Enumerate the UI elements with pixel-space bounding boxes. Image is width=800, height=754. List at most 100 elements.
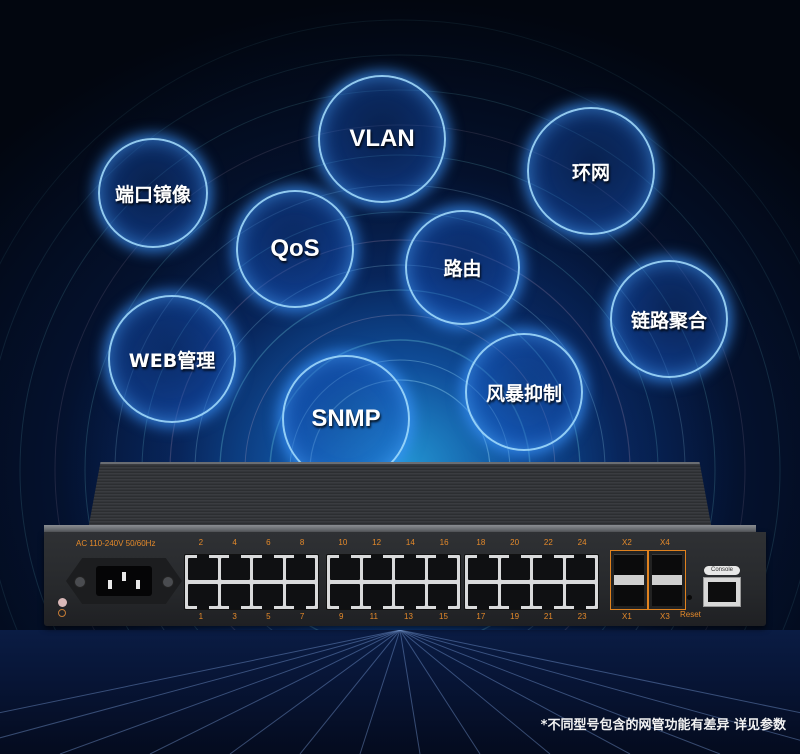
ground-lug (58, 598, 67, 607)
rj45-port (220, 555, 250, 580)
rj45-port (427, 555, 457, 580)
port-numbers-top: 2 4 6 8 (184, 538, 319, 547)
port-number: 11 (369, 612, 378, 621)
sfp-slot (652, 583, 682, 606)
sfp-cage (648, 550, 686, 610)
rj45-port (533, 584, 563, 609)
sfp-slot (614, 554, 644, 577)
rj45-port (533, 555, 563, 580)
feature-bubble: 链路聚合 (610, 260, 728, 378)
sfp-slot (614, 583, 644, 606)
reset-label: Reset (680, 610, 701, 619)
port-numbers-bottom: 1 3 5 7 (184, 612, 319, 621)
port-number: 6 (266, 538, 271, 547)
rj45-port (427, 584, 457, 609)
port-number: 5 (266, 612, 271, 621)
port-number: 20 (510, 538, 520, 547)
switch-top-heatsink (88, 462, 712, 530)
feature-bubble: SNMP (282, 355, 410, 483)
sfp-label-top: X4 (660, 538, 670, 547)
port-number: 16 (439, 538, 449, 547)
reset-button[interactable] (687, 595, 692, 600)
feature-label: 环网 (571, 161, 610, 184)
port-number: 24 (577, 538, 587, 547)
ground-icon (58, 609, 66, 617)
rj45-port (188, 555, 218, 580)
footnote: *不同型号包含的网管功能有差异 详见参数 (540, 718, 786, 733)
rj45-port (395, 555, 425, 580)
sfp-cage (610, 550, 648, 610)
feature-label: SNMP (311, 405, 381, 432)
port-number: 2 (198, 538, 204, 547)
screw-icon (162, 576, 174, 588)
rj45-port (253, 555, 283, 580)
rj45-port-block (464, 554, 599, 610)
port-number: 23 (577, 612, 587, 621)
port-number: 1 (198, 612, 204, 621)
switch-rail (44, 525, 756, 532)
rj45-port (253, 584, 283, 609)
feature-bubble: 环网 (527, 107, 655, 235)
sfp-slot (652, 554, 682, 577)
port-number: 22 (543, 538, 553, 547)
port-number: 17 (476, 612, 486, 621)
feature-label: 端口镜像 (114, 183, 191, 206)
rj45-port (468, 584, 498, 609)
port-number: 18 (476, 538, 486, 547)
feature-bubble: VLAN (318, 75, 446, 203)
iec-inlet (96, 566, 152, 596)
feature-bubble: 路由 (405, 210, 520, 325)
feature-label: 风暴抑制 (485, 382, 562, 405)
port-number: 4 (232, 538, 237, 547)
port-number: 9 (339, 612, 344, 621)
sfp-label-top: X2 (622, 538, 632, 547)
port-numbers-top: 10 12 14 16 (326, 538, 461, 547)
port-number: 3 (232, 612, 237, 621)
port-number: 8 (299, 538, 305, 547)
rj45-port (188, 584, 218, 609)
feature-bubble: WEB管理 (108, 295, 236, 423)
rj45-port (330, 584, 360, 609)
screw-icon (74, 576, 86, 588)
rj45-port (285, 555, 315, 580)
rj45-port (468, 555, 498, 580)
rj45-port (565, 584, 595, 609)
feature-bubble: QoS (236, 190, 354, 308)
feature-bubble: 风暴抑制 (465, 333, 583, 451)
floor-light-streaks (0, 630, 800, 754)
port-numbers-top: 18 20 22 24 (464, 538, 599, 547)
rj45-port (395, 584, 425, 609)
port-number: 12 (372, 538, 382, 547)
port-numbers-bottom: 9 11 13 15 (326, 612, 461, 621)
port-number: 21 (543, 612, 553, 621)
console-label: Console (704, 566, 740, 575)
sfp-label-bottom: X1 (622, 612, 632, 621)
console-port (703, 577, 741, 607)
rj45-port-block (184, 554, 319, 610)
feature-label: QoS (270, 235, 320, 262)
feature-label: 链路聚合 (630, 309, 707, 332)
rj45-port (565, 555, 595, 580)
port-number: 13 (404, 612, 413, 621)
port-number: 19 (510, 612, 520, 621)
feature-bubble: 端口镜像 (98, 138, 208, 248)
rj45-port (362, 584, 392, 609)
rj45-port (285, 584, 315, 609)
power-socket (66, 558, 182, 604)
port-number: 15 (439, 612, 448, 621)
feature-label: 路由 (443, 258, 482, 280)
rj45-port (220, 584, 250, 609)
sfp-label-bottom: X3 (660, 612, 670, 621)
rj45-port (500, 555, 530, 580)
port-number: 14 (405, 538, 415, 547)
rj45-port (362, 555, 392, 580)
port-number: 10 (338, 538, 348, 547)
feature-label: VLAN (349, 125, 415, 152)
port-number: 7 (299, 612, 305, 621)
rj45-port (330, 555, 360, 580)
port-numbers-bottom: 17 19 21 23 (464, 612, 599, 621)
feature-label: WEB管理 (128, 349, 216, 372)
rj45-port (500, 584, 530, 609)
